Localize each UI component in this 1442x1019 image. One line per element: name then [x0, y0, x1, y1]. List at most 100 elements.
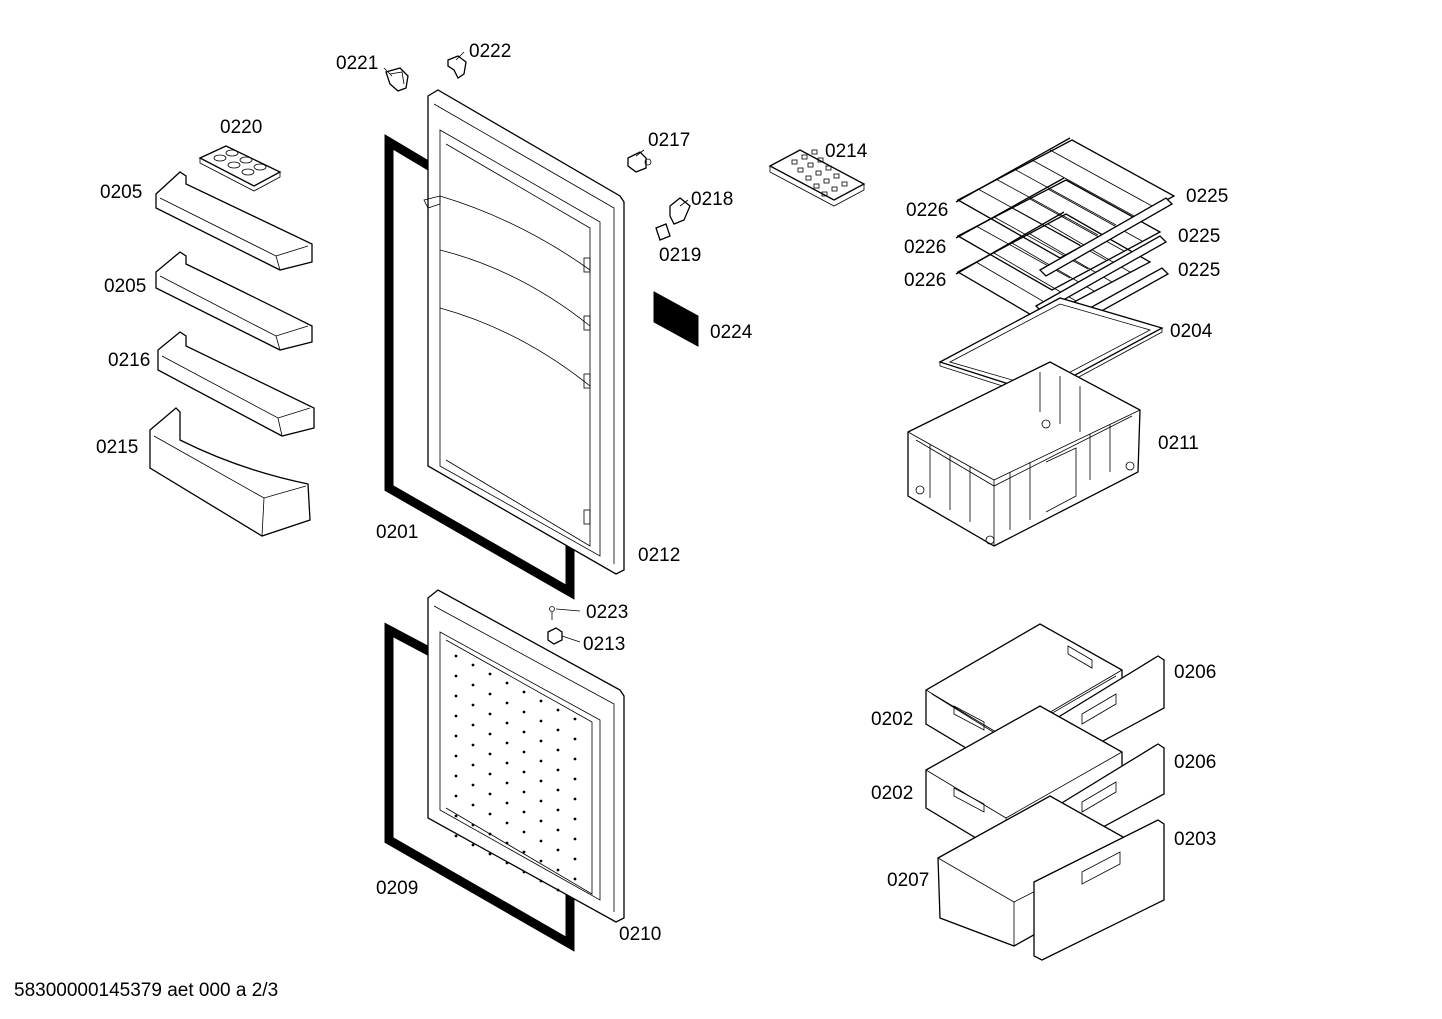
door-dot — [505, 681, 509, 685]
door-dot — [539, 699, 543, 703]
label-0205-middle: 0205 — [104, 276, 146, 297]
door-dot — [454, 814, 458, 818]
freezer-door-dot-pattern — [454, 654, 577, 892]
door-dot — [454, 734, 458, 738]
part-0205-door-shelf-top — [155, 171, 313, 271]
door-dot — [573, 737, 577, 741]
door-dot — [454, 674, 458, 678]
door-dot — [471, 683, 475, 687]
door-dot — [522, 710, 526, 714]
door-dot — [488, 752, 492, 756]
part-0205-door-shelf-middle — [155, 251, 313, 351]
door-dot — [505, 841, 509, 845]
door-dot — [539, 759, 543, 763]
door-dot — [556, 828, 560, 832]
door-dot — [522, 870, 526, 874]
label-0203: 0203 — [1174, 829, 1216, 850]
door-dot — [556, 888, 560, 892]
label-0220: 0220 — [220, 117, 262, 138]
door-dot — [573, 877, 577, 881]
label-0225-bottom: 0225 — [1178, 260, 1220, 281]
door-dot — [505, 701, 509, 705]
door-dot — [556, 748, 560, 752]
part-0213-block — [547, 627, 563, 645]
label-0224: 0224 — [710, 322, 753, 343]
door-dot — [454, 754, 458, 758]
label-0219: 0219 — [659, 245, 701, 266]
label-0223: 0223 — [586, 602, 628, 623]
door-dot — [488, 812, 492, 816]
label-0210: 0210 — [619, 924, 661, 945]
door-dot — [488, 792, 492, 796]
part-0223-screw — [549, 606, 555, 620]
label-0211: 0211 — [1158, 433, 1199, 454]
label-0213: 0213 — [583, 634, 625, 655]
door-dot — [539, 879, 543, 883]
door-dot — [488, 712, 492, 716]
part-0220-egg-tray — [198, 145, 282, 192]
label-0212: 0212 — [638, 545, 680, 566]
part-labels: 0221 0222 0220 0205 0205 0216 0215 0217 … — [96, 41, 1228, 945]
door-dot — [573, 857, 577, 861]
door-dot — [539, 819, 543, 823]
door-dot — [556, 708, 560, 712]
door-dot — [573, 797, 577, 801]
door-dot — [539, 779, 543, 783]
door-dot — [454, 794, 458, 798]
door-dot — [454, 834, 458, 838]
part-0217-clip — [627, 151, 652, 173]
door-dot — [505, 741, 509, 745]
door-dot — [505, 861, 509, 865]
door-dot — [471, 843, 475, 847]
part-0216-door-shelf — [157, 331, 315, 437]
part-0219-plate — [655, 223, 671, 241]
label-0226-top: 0226 — [906, 200, 948, 221]
part-0225-shelf-trim-top — [1038, 197, 1174, 277]
door-dot — [539, 719, 543, 723]
door-dot — [556, 788, 560, 792]
door-dot — [522, 690, 526, 694]
label-0214: 0214 — [825, 141, 868, 162]
part-0214-ice-cube-tray — [768, 149, 866, 207]
door-dot — [522, 770, 526, 774]
door-dot — [539, 739, 543, 743]
door-dot — [522, 730, 526, 734]
label-0226-bottom: 0226 — [904, 270, 946, 291]
door-dot — [556, 768, 560, 772]
label-0215: 0215 — [96, 437, 138, 458]
door-dot — [556, 728, 560, 732]
door-dot — [539, 859, 543, 863]
door-dot — [454, 654, 458, 658]
door-dot — [556, 808, 560, 812]
door-dot — [539, 799, 543, 803]
door-dot — [471, 743, 475, 747]
door-dot — [454, 774, 458, 778]
label-0202-bottom: 0202 — [871, 783, 913, 804]
door-dot — [471, 723, 475, 727]
door-dot — [488, 692, 492, 696]
door-dot — [505, 821, 509, 825]
document-reference-number: 58300000145379 aet 000 a 2/3 — [14, 980, 279, 1001]
door-dot — [573, 757, 577, 761]
door-dot — [471, 823, 475, 827]
label-0226-middle: 0226 — [904, 237, 946, 258]
door-dot — [488, 732, 492, 736]
label-0202-top: 0202 — [871, 709, 913, 730]
label-0209: 0209 — [376, 878, 418, 899]
label-0221: 0221 — [336, 53, 378, 74]
label-0205-top: 0205 — [100, 182, 142, 203]
door-dot — [471, 663, 475, 667]
label-0206-top: 0206 — [1174, 662, 1216, 683]
part-0211-crisper-bin — [907, 361, 1141, 547]
door-dot — [471, 703, 475, 707]
label-0222: 0222 — [469, 41, 511, 62]
door-dot — [454, 714, 458, 718]
door-dot — [573, 777, 577, 781]
door-dot — [556, 868, 560, 872]
part-0221-hinge-cover — [385, 67, 409, 92]
label-0218: 0218 — [691, 189, 733, 210]
door-dot — [505, 761, 509, 765]
door-dot — [573, 817, 577, 821]
door-dot — [573, 837, 577, 841]
